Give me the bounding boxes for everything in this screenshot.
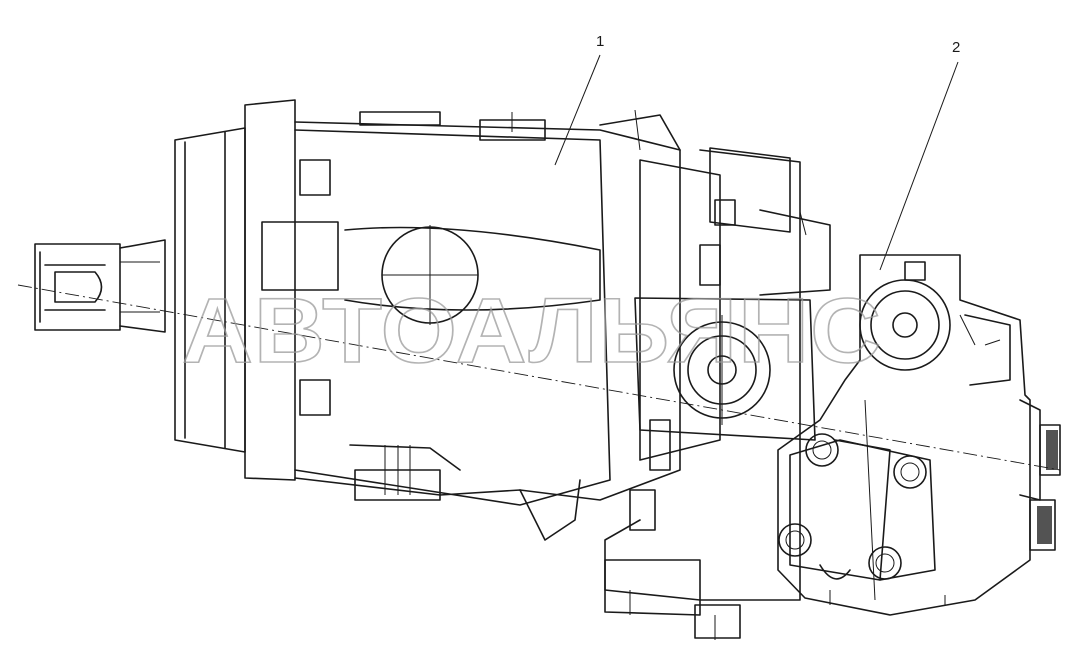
callout-1-leader <box>554 54 601 166</box>
callout-1-label: 1 <box>596 33 604 50</box>
callout-2-label: 2 <box>952 39 960 56</box>
valve-bolts <box>778 433 927 580</box>
front-flange <box>174 99 296 481</box>
control-valve <box>777 254 1061 616</box>
main-housing <box>261 109 681 541</box>
callout-2-leader <box>879 61 959 271</box>
valve-nuts <box>1029 424 1061 551</box>
watermark-text: АВТОАЛЬЯНС <box>182 280 882 382</box>
middle-section <box>604 147 831 640</box>
center-axis-line <box>17 284 1061 471</box>
drive-shaft <box>34 239 166 333</box>
